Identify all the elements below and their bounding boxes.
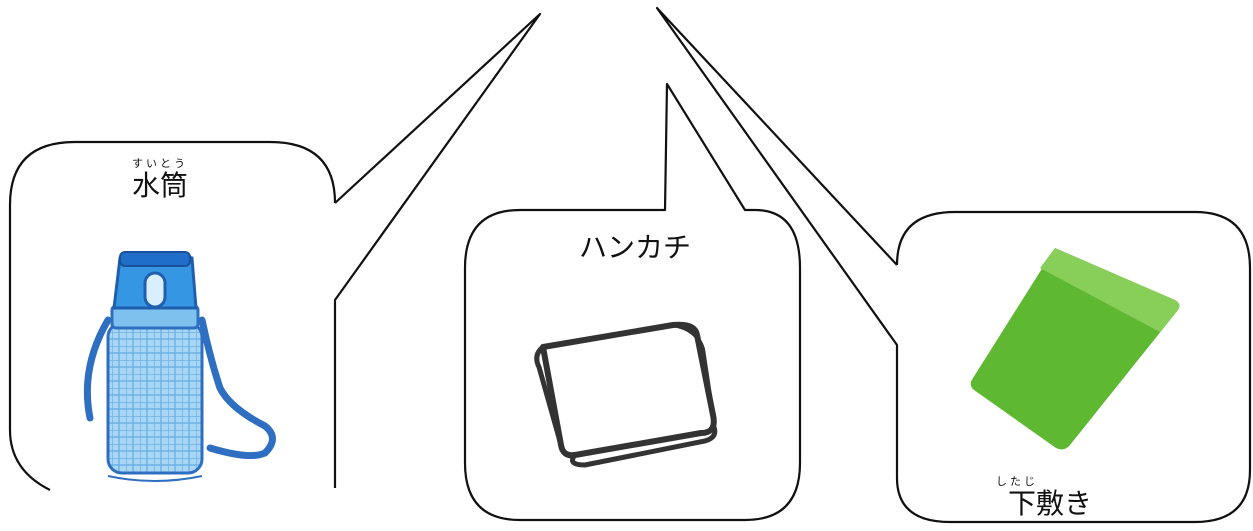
item-name: 下敷き [1007,487,1092,520]
water-bottle-icon [83,251,276,482]
bubble-middle [463,82,802,522]
handkerchief-icon [534,321,718,468]
item-label-pencil-board: したじ 下敷き [990,476,1110,520]
furigana-reading: すいとう [132,157,188,170]
item-name: ハンカチ [578,231,691,264]
bubble-left [8,12,542,491]
bubble-right [655,6,1252,524]
item-label-handkerchief: ハンカチ [545,232,725,264]
item-label-water-bottle: すいとう 水筒 [110,158,210,202]
item-name: 水筒 [131,169,188,202]
pencil-board-icon [970,248,1180,450]
furigana-reading: したじ [996,475,1038,488]
